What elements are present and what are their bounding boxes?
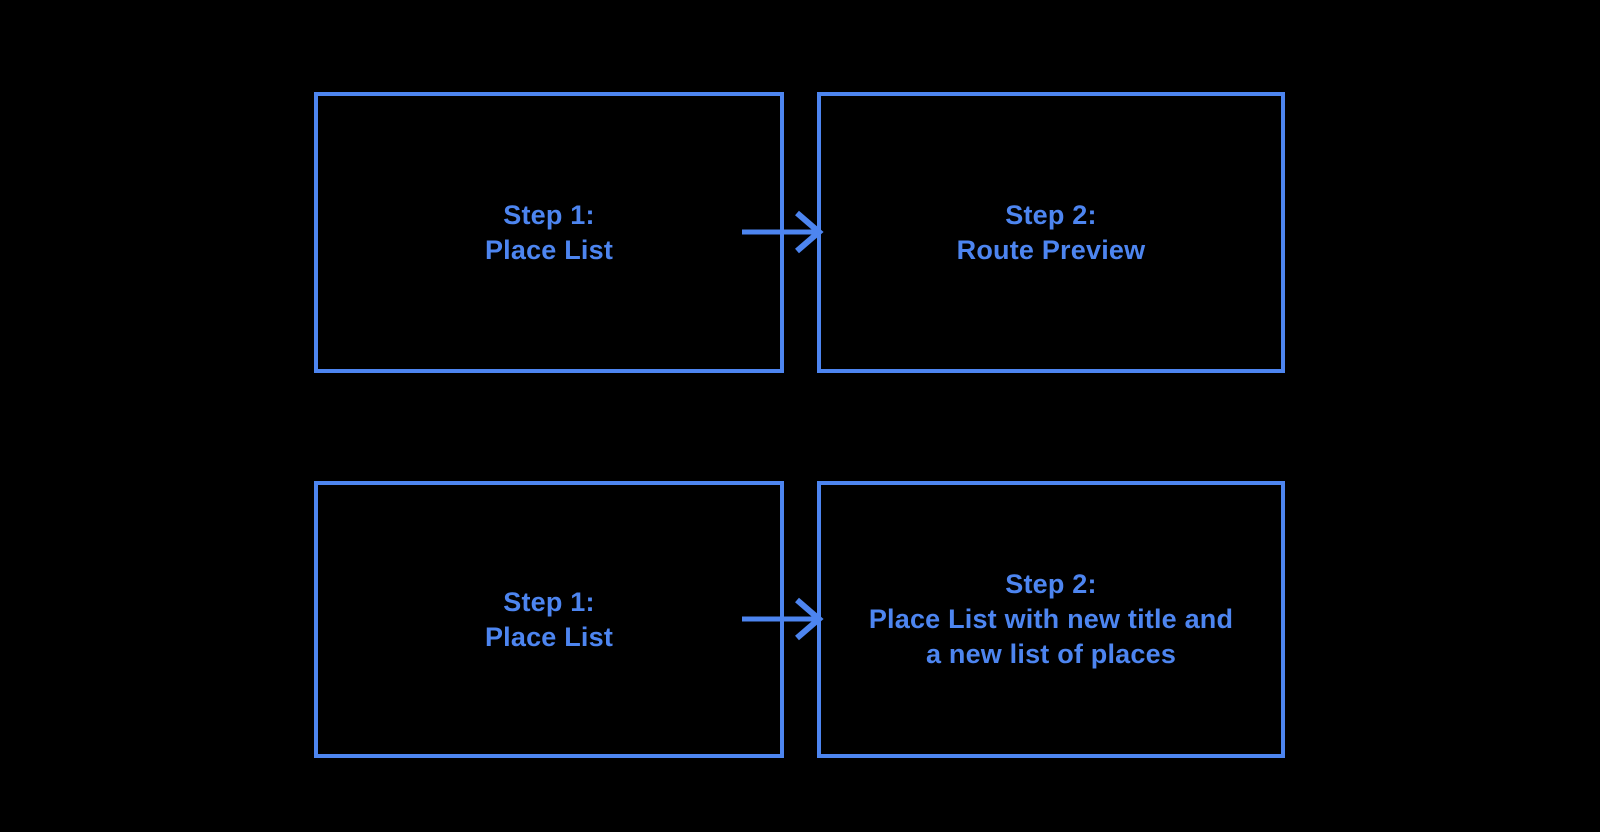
flow-box-label: Step 1: Place List [484,199,614,265]
flow-box-step2-place-list-new: Step 2: Place List with new title and a … [817,481,1285,758]
flow-box-label: Step 2: Place List with new title and a … [868,569,1234,669]
flow-box-step2-route-preview: Step 2: Route Preview [817,92,1285,373]
flow-box-label: Step 1: Place List [484,586,614,652]
flow-box-step1-place-list-2: Step 1: Place List [314,481,784,758]
arrow-right-icon [742,210,824,254]
arrow-right-icon [742,597,824,641]
flow-box-label: Step 2: Route Preview [956,199,1146,265]
flow-box-step1-place-list: Step 1: Place List [314,92,784,373]
